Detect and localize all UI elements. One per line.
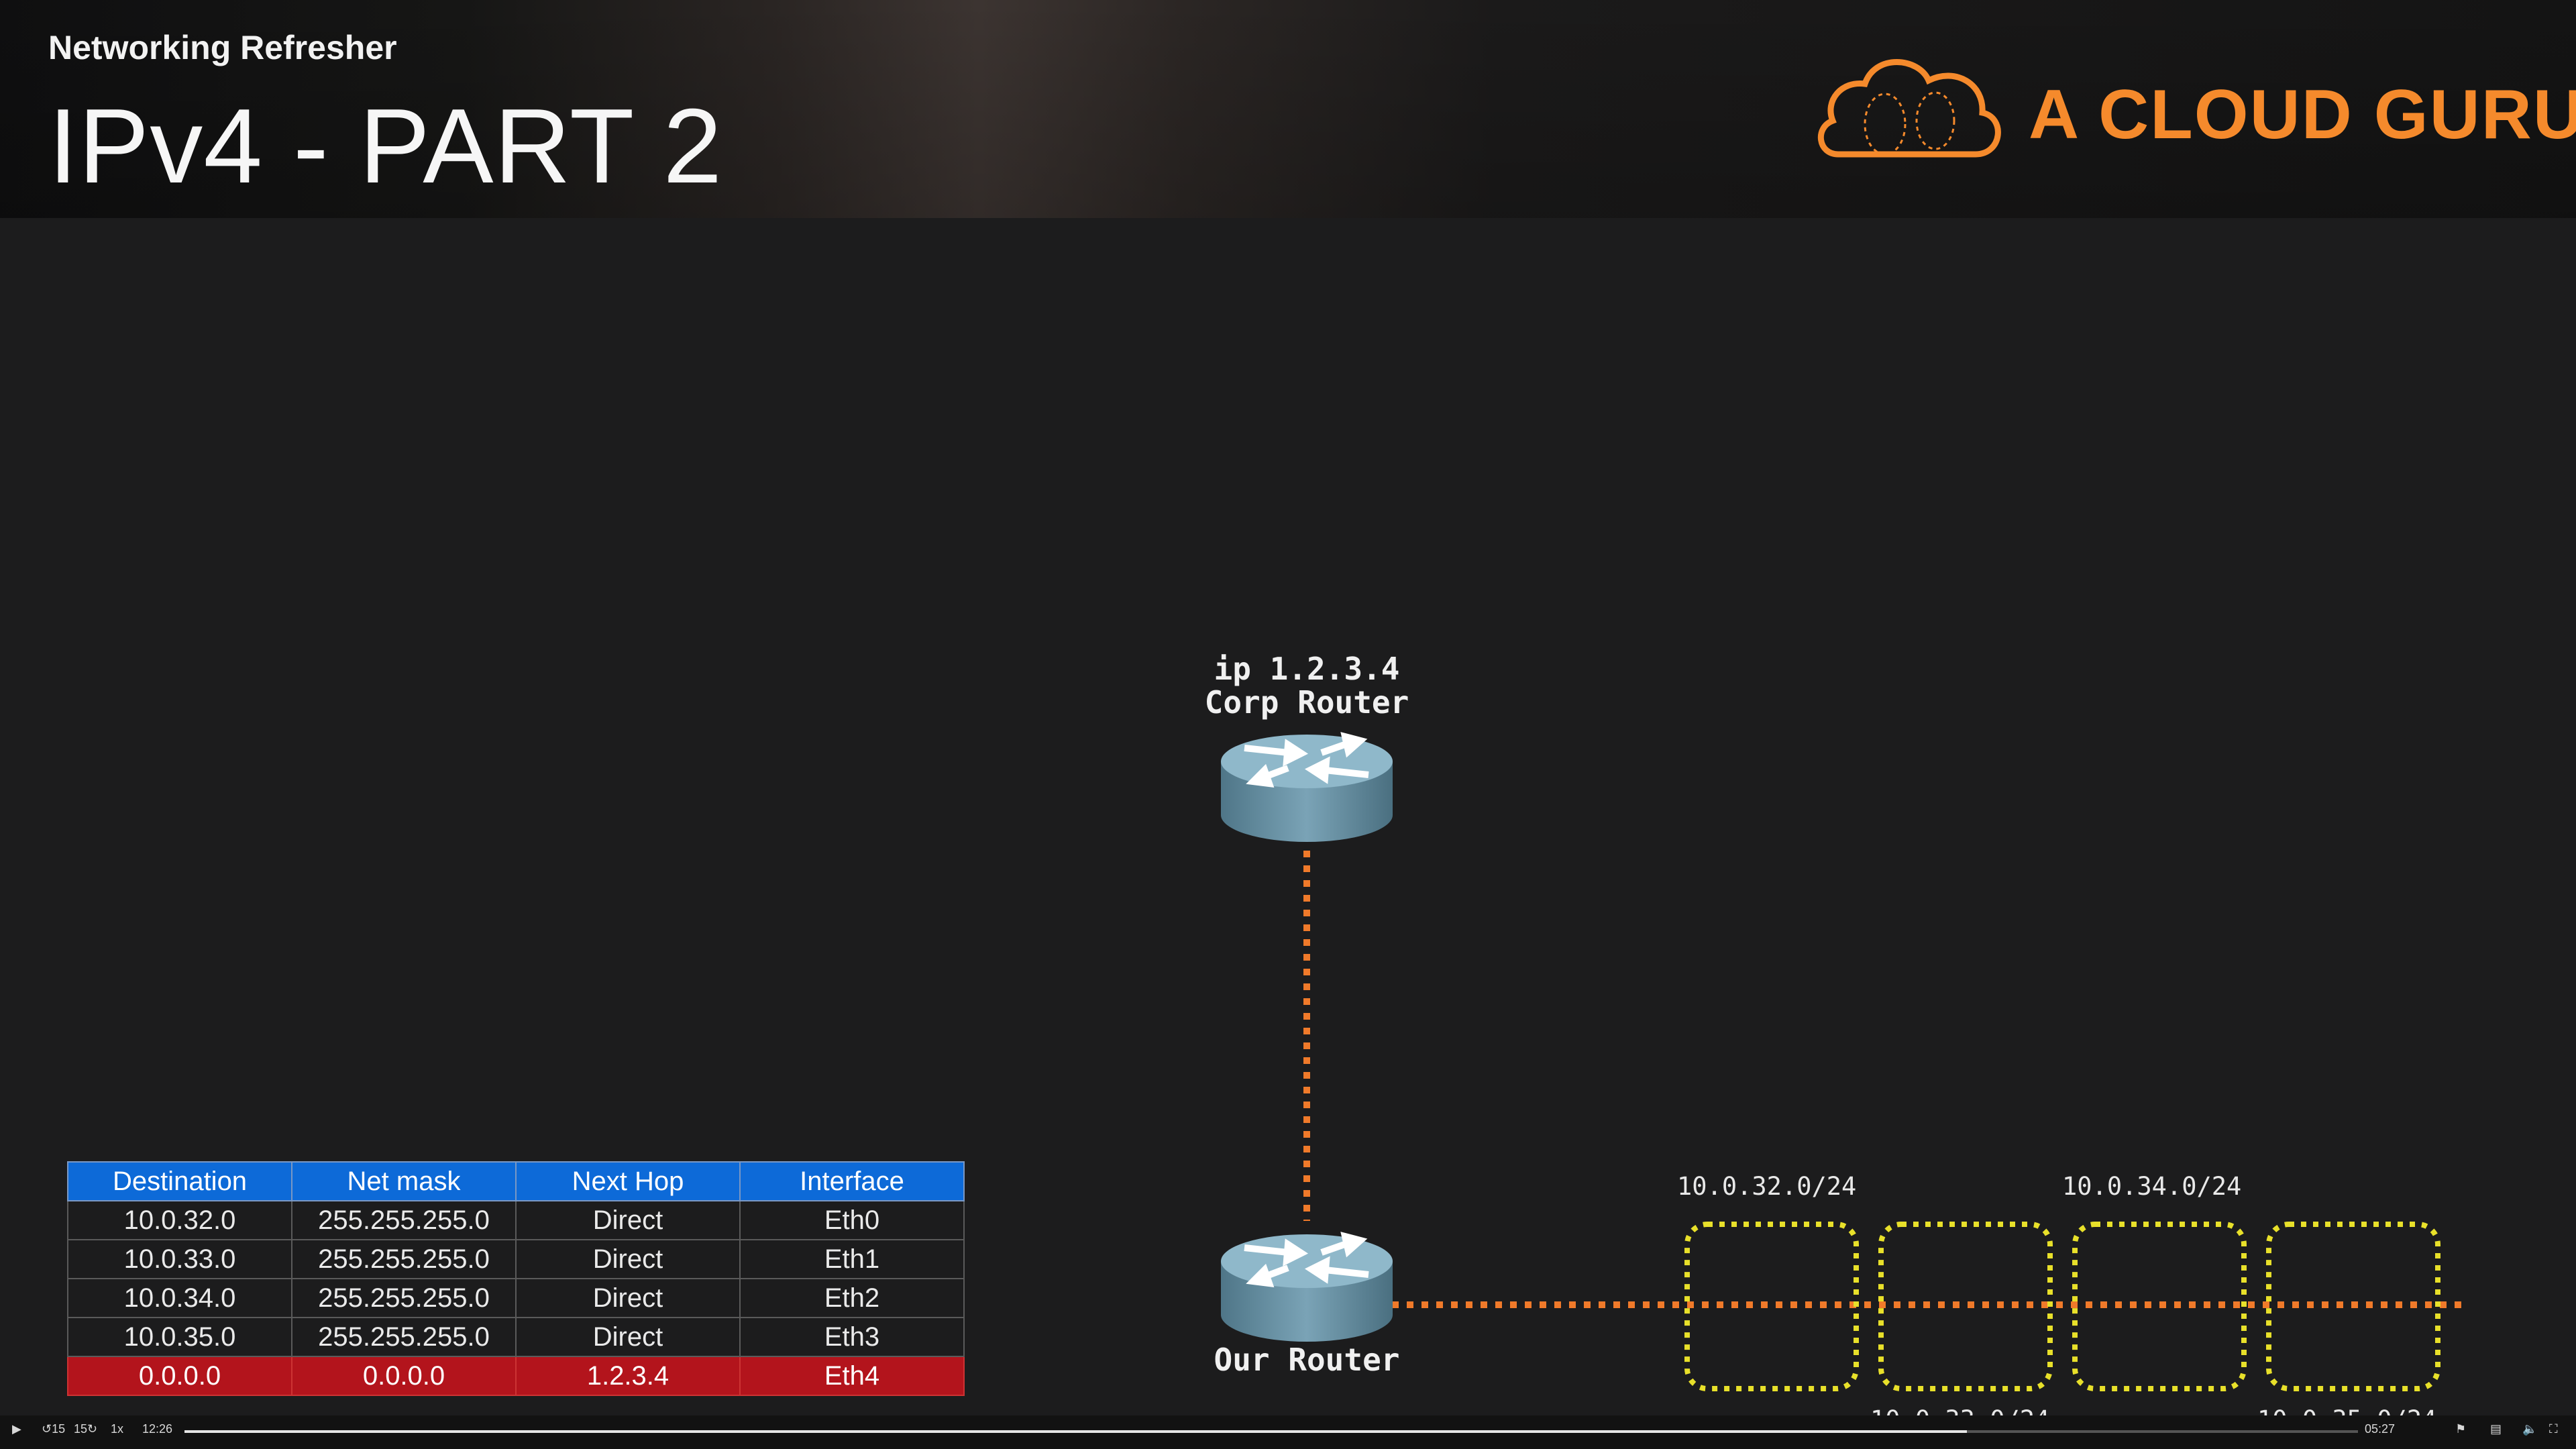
volume-icon[interactable]: 🔈 xyxy=(2522,1422,2538,1436)
column-header: Destination xyxy=(67,1161,292,1201)
elapsed-time: 12:26 xyxy=(142,1422,173,1436)
default-route-row: 0.0.0.0 0.0.0.0 1.2.3.4 Eth4 xyxy=(67,1356,965,1396)
table-cell: 255.255.255.0 xyxy=(291,1278,517,1318)
table-cell: 10.0.32.0 xyxy=(67,1200,292,1240)
forward-label: 15 xyxy=(74,1422,88,1436)
table-cell: 1.2.3.4 xyxy=(515,1356,741,1396)
corp-router-ip: ip 1.2.3.4 xyxy=(1214,651,1400,687)
table-cell: Direct xyxy=(515,1278,741,1318)
slide-subtitle: Networking Refresher xyxy=(48,29,397,66)
captions-icon[interactable]: ▤ xyxy=(2490,1422,2502,1436)
progress-fill xyxy=(184,1430,1967,1433)
table-row: 10.0.33.0 255.255.255.0 Direct Eth1 xyxy=(67,1239,965,1279)
routing-table: Destination Net mask Next Hop Interface … xyxy=(67,1161,965,1396)
fullscreen-icon[interactable]: ⛶ xyxy=(2549,1422,2558,1436)
table-cell: Direct xyxy=(515,1239,741,1279)
brand-wordmark: A CLOUD GURU xyxy=(2029,76,2576,154)
table-cell: 10.0.34.0 xyxy=(67,1278,292,1318)
subnet-label-1: 10.0.32.0/24 xyxy=(1677,1172,1857,1201)
speed-button[interactable]: 1x xyxy=(111,1422,124,1436)
our-router-name: Our Router xyxy=(1214,1342,1400,1378)
table-cell: 10.0.35.0 xyxy=(67,1317,292,1357)
table-row: 10.0.34.0 255.255.255.0 Direct Eth2 xyxy=(67,1278,965,1318)
subnet-box-4 xyxy=(2266,1222,2440,1391)
chapter-icon[interactable]: ⚑ xyxy=(2455,1422,2467,1436)
table-row: 10.0.32.0 255.255.255.0 Direct Eth0 xyxy=(67,1200,965,1240)
subnet-box-2 xyxy=(1878,1222,2053,1391)
our-router-icon xyxy=(1221,1232,1393,1342)
column-header: Next Hop xyxy=(515,1161,741,1201)
table-cell: 10.0.33.0 xyxy=(67,1239,292,1279)
remaining-time: 05:27 xyxy=(2365,1422,2396,1436)
corp-router-name: Corp Router xyxy=(1204,684,1409,720)
table-cell: Eth3 xyxy=(739,1317,965,1357)
table-cell: 0.0.0.0 xyxy=(67,1356,292,1396)
subnet-box-3 xyxy=(2072,1222,2247,1391)
subnet-box-1 xyxy=(1684,1222,1859,1391)
rewind-button[interactable]: ↺15 xyxy=(42,1422,66,1436)
table-cell: Direct xyxy=(515,1200,741,1240)
table-cell: 255.255.255.0 xyxy=(291,1239,517,1279)
column-header: Interface xyxy=(739,1161,965,1201)
table-cell: Eth2 xyxy=(739,1278,965,1318)
table-cell: Eth1 xyxy=(739,1239,965,1279)
table-cell: Eth0 xyxy=(739,1200,965,1240)
rewind-label: 15 xyxy=(52,1422,66,1436)
play-icon[interactable]: ▶ xyxy=(12,1422,21,1436)
corp-router-icon xyxy=(1221,732,1393,842)
subnet-label-3: 10.0.34.0/24 xyxy=(2062,1172,2242,1201)
table-cell: 255.255.255.0 xyxy=(291,1317,517,1357)
table-row: 10.0.35.0 255.255.255.0 Direct Eth3 xyxy=(67,1317,965,1357)
cloud-logo-icon xyxy=(1818,59,2001,158)
forward-button[interactable]: 15↻ xyxy=(74,1422,98,1436)
progress-scrubber[interactable] xyxy=(184,1430,2358,1433)
table-cell: Direct xyxy=(515,1317,741,1357)
slide-header xyxy=(0,0,2576,218)
table-cell: Eth4 xyxy=(739,1356,965,1396)
header-overlay xyxy=(0,0,2576,218)
table-cell: 0.0.0.0 xyxy=(291,1356,517,1396)
slide-title: IPv4 - PART 2 xyxy=(48,87,723,205)
table-header-row: Destination Net mask Next Hop Interface xyxy=(67,1161,965,1201)
column-header: Net mask xyxy=(291,1161,517,1201)
table-cell: 255.255.255.0 xyxy=(291,1200,517,1240)
